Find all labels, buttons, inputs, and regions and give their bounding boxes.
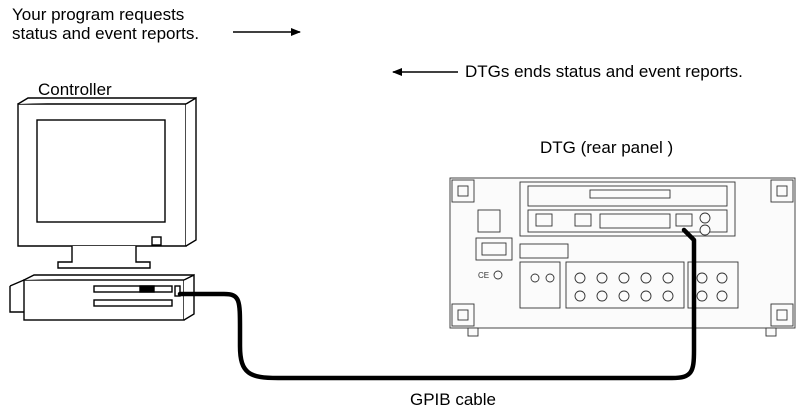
dtg-rear-panel-icon: CE bbox=[449, 177, 796, 337]
dtg-label: DTG (rear panel ) bbox=[540, 138, 674, 157]
gpib-cable-label: GPIB cable bbox=[410, 390, 496, 409]
request-text-line2: status and event reports. bbox=[12, 24, 200, 43]
request-text-line1: Your program requests bbox=[12, 5, 185, 24]
controller-computer-icon bbox=[9, 96, 197, 321]
svg-text:CE: CE bbox=[478, 271, 489, 280]
gpib-cable bbox=[177, 227, 697, 381]
response-text: DTGs ends status and event reports. bbox=[465, 62, 743, 81]
controller-label: Controller bbox=[38, 80, 112, 99]
